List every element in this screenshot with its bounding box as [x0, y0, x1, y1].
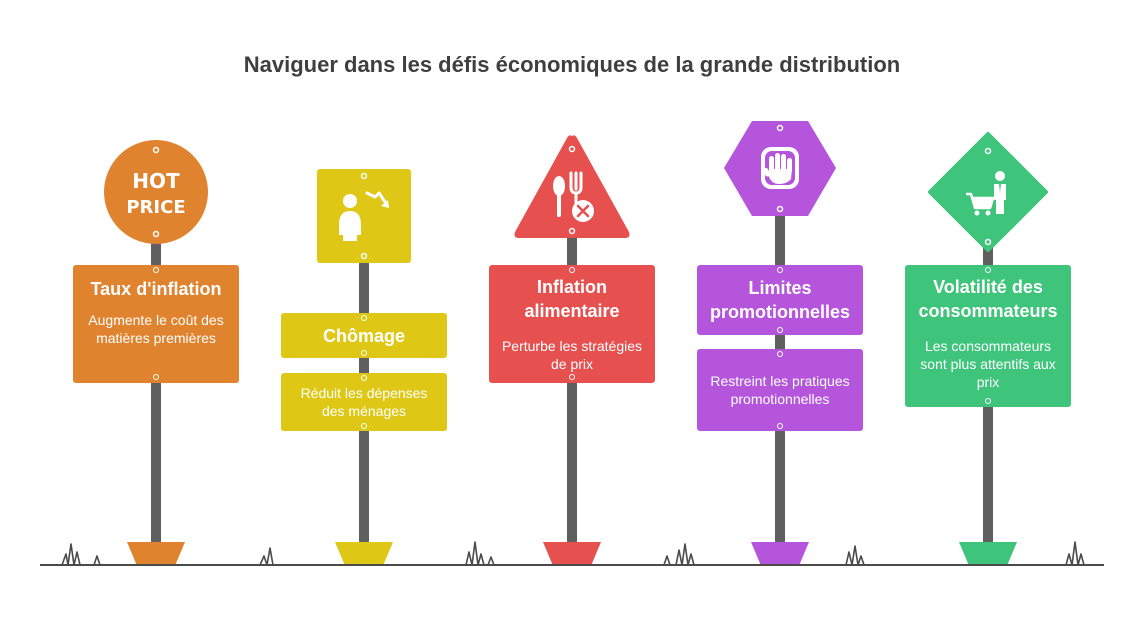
rivet: [777, 351, 783, 357]
ground-line: [40, 541, 1104, 566]
hot-price-icon: HOT PRICE: [104, 140, 208, 244]
person-decline-icon: [317, 169, 411, 263]
sign-pole-inflation: [151, 232, 161, 542]
sign-base-consommateurs: [959, 542, 1017, 564]
hot-label: HOT: [132, 169, 180, 193]
sign-description: Réduit les dépenses des ménages: [300, 385, 428, 419]
rivet: [361, 375, 367, 381]
shopper-cart-icon: [928, 132, 1048, 252]
price-label: PRICE: [126, 197, 185, 218]
utensils-cancel-icon: [514, 135, 630, 238]
sign-base-promotions: [751, 542, 809, 564]
rivet: [361, 315, 367, 321]
sign-title: Taux d'inflation: [90, 279, 222, 299]
sign-base-inflation: [127, 542, 185, 564]
rivet: [777, 267, 783, 273]
page-title: Naviguer dans les défis économiques de l…: [243, 52, 901, 77]
rivet: [569, 267, 575, 273]
sign-title: Chômage: [322, 325, 405, 346]
sign-title: Inflation alimentaire: [524, 277, 620, 321]
sign-pole-alimentaire: [567, 235, 577, 542]
sign-base-alimentaire: [543, 542, 601, 564]
sign-board-promotions: Restreint les pratiques promotionnelles: [697, 349, 863, 431]
sign-description: Les consommateurs sont plus attentifs au…: [920, 338, 1056, 390]
sign-board-consommateurs: Volatilité des consommateurs Les consomm…: [905, 265, 1071, 407]
sign-board-alimentaire: Inflation alimentaire Perturbe les strat…: [489, 265, 655, 383]
sign-title-board-promotions: Limites promotionnelles: [697, 265, 863, 335]
sign-description: Augmente le coût des matières premières: [88, 312, 224, 346]
rivet: [361, 423, 367, 429]
sign-base-chomage: [335, 542, 393, 564]
rivet: [361, 350, 367, 356]
sign-title: Volatilité des consommateurs: [918, 277, 1058, 321]
sign-board-chomage: Réduit les dépenses des ménages: [281, 373, 447, 431]
rivet: [153, 374, 159, 380]
rivet: [777, 327, 783, 333]
sign-description: Perturbe les stratégies de prix: [501, 338, 643, 372]
rivet: [777, 423, 783, 429]
rivet: [569, 374, 575, 380]
sign-description: Restreint les pratiques promotionnelles: [710, 373, 850, 407]
rivet: [985, 398, 991, 404]
rivet: [985, 267, 991, 273]
sign-board-inflation: Taux d'inflation Augmente le coût des ma…: [73, 265, 239, 383]
sign-title: Limites promotionnelles: [709, 278, 850, 322]
stop-hand-icon: [724, 121, 836, 216]
rivet: [153, 267, 159, 273]
